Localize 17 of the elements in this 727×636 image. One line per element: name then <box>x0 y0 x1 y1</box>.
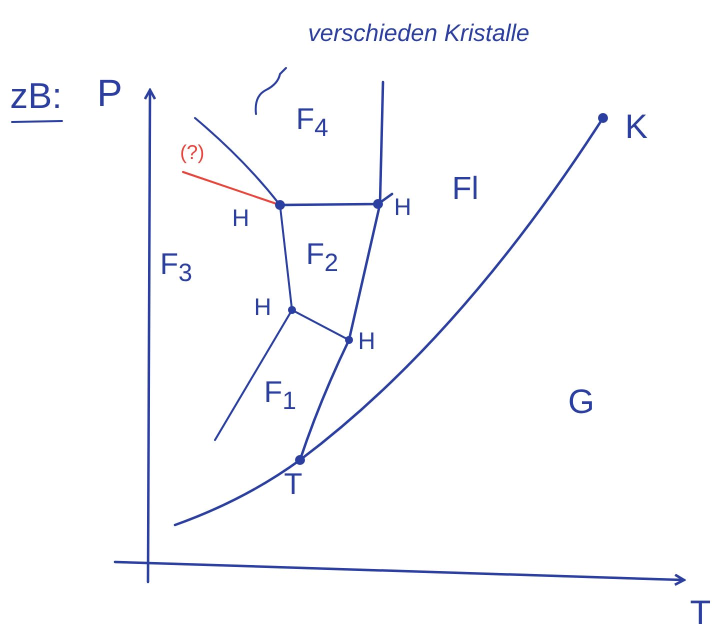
point-label: K <box>625 110 648 144</box>
axis-label: T <box>690 596 711 630</box>
point-label: H <box>254 296 272 320</box>
phase-label: F$_{1}$ <box>264 378 296 414</box>
axis-label: P <box>97 75 122 113</box>
point-label: H <box>232 207 250 231</box>
annotation-text: verschieden Kristalle <box>308 22 530 46</box>
point-label: H <box>394 196 412 220</box>
phase-label: F$_{4}$ <box>296 105 328 141</box>
question-mark-note: (?) <box>180 143 204 163</box>
phase-label: Fl <box>452 172 479 204</box>
note-text: zB: <box>10 78 62 114</box>
phase-label: F$_{2}$ <box>306 240 338 276</box>
point-label: T <box>284 470 302 500</box>
phase-label: F$_{3}$ <box>160 250 192 286</box>
point-label: H <box>358 330 376 354</box>
phase-label: G <box>568 385 594 419</box>
